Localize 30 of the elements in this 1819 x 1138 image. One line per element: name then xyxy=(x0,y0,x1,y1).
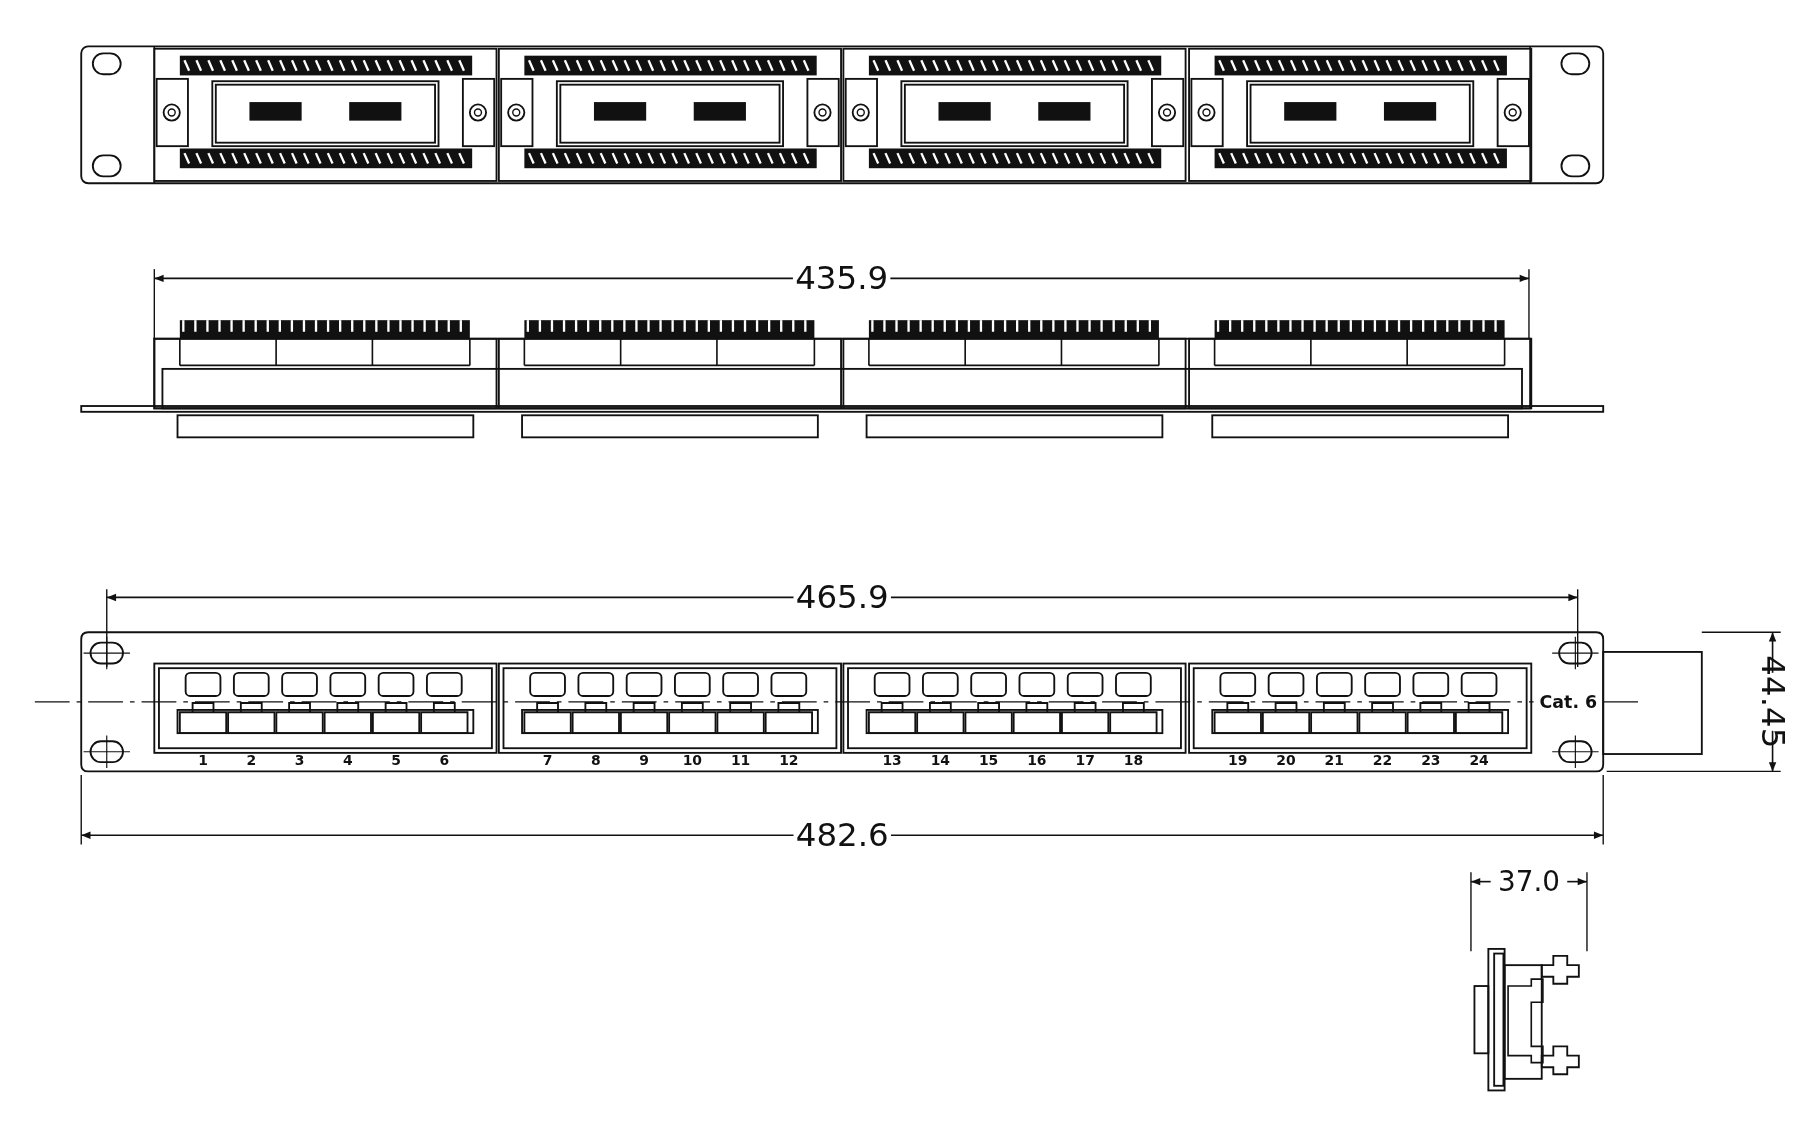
port-number: 2 xyxy=(246,751,257,768)
port-number: 17 xyxy=(1075,751,1095,768)
port-number: 24 xyxy=(1469,751,1489,768)
port-number: 23 xyxy=(1421,751,1441,768)
dimension-label: 37.0 xyxy=(1498,865,1560,899)
port-number: 12 xyxy=(779,751,799,768)
port-number: 6 xyxy=(439,751,450,768)
port-number: 4 xyxy=(342,751,353,768)
product-category-label: Cat. 6 xyxy=(1539,691,1598,712)
port-number: 19 xyxy=(1228,751,1248,768)
port-number: 9 xyxy=(639,751,649,768)
port-number: 18 xyxy=(1123,751,1144,768)
port-number: 21 xyxy=(1324,751,1344,768)
dimension-label: 435.9 xyxy=(795,259,889,298)
port-number: 14 xyxy=(930,751,951,768)
port-number: 15 xyxy=(978,751,999,768)
port-number: 7 xyxy=(542,751,553,768)
dimension-label: 465.9 xyxy=(795,578,889,617)
port-number: 5 xyxy=(391,751,401,768)
port-number: 1 xyxy=(198,751,208,768)
dimension-label: 44.45 xyxy=(1753,655,1792,749)
port-number: 8 xyxy=(591,751,601,768)
port-number: 13 xyxy=(882,751,902,768)
port-number: 16 xyxy=(1027,751,1047,768)
port-number: 22 xyxy=(1372,751,1393,768)
port-number: 10 xyxy=(682,751,702,768)
port-number: 20 xyxy=(1276,751,1296,768)
port-number: 11 xyxy=(730,751,751,768)
dimension-label: 482.6 xyxy=(795,816,889,855)
port-number: 3 xyxy=(294,751,305,768)
